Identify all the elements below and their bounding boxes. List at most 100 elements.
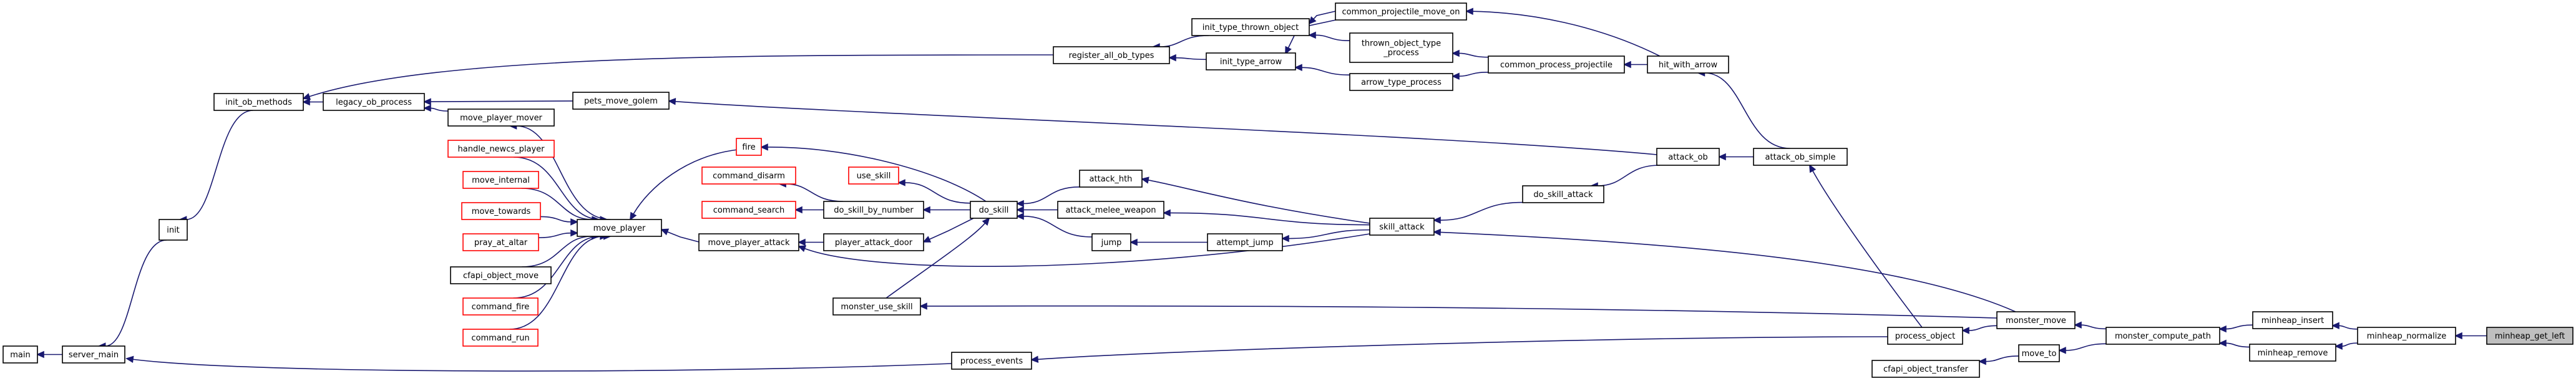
node-attack_ob_simple[interactable]: attack_ob_simple [1753, 148, 1848, 166]
node-minheap_remove[interactable]: minheap_remove [2249, 344, 2336, 362]
edge-monster_move-to-process_object [1961, 325, 1998, 334]
node-do_skill_by_number[interactable]: do_skill_by_number [823, 201, 924, 219]
node-move_player_attack[interactable]: move_player_attack [698, 233, 799, 251]
node-attack_hth[interactable]: attack_hth [1079, 170, 1143, 188]
node-pets_move_golem[interactable]: pets_move_golem [572, 92, 670, 110]
node-attack_melee_weapon[interactable]: attack_melee_weapon [1057, 201, 1164, 219]
edge-arrowhead [1809, 164, 1817, 173]
node-process_events[interactable]: process_events [951, 352, 1032, 370]
edge-attempt_jump-to-jump [1129, 238, 1208, 246]
edge-arrowhead [125, 355, 134, 364]
node-monster_compute_path[interactable]: monster_compute_path [2105, 327, 2220, 345]
node-label: pets_move_golem [584, 97, 658, 106]
edge-pets_move_golem-to-legacy_ob_process [423, 98, 573, 105]
edge-line [1812, 170, 1923, 328]
node-skill_attack[interactable]: skill_attack [1369, 218, 1435, 236]
node-label: do_skill [979, 206, 1009, 215]
node-label: register_all_ob_types [1069, 51, 1154, 60]
node-cfapi_object_transfer[interactable]: cfapi_object_transfer [1871, 360, 1980, 378]
node-label: move_to [2022, 349, 2057, 359]
node-monster_use_skill[interactable]: monster_use_skill [832, 297, 921, 316]
node-attack_ob[interactable]: attack_ob [1656, 148, 1720, 166]
node-init_ob_methods[interactable]: init_ob_methods [213, 93, 304, 111]
node-arrow_type_process[interactable]: arrow_type_process [1349, 73, 1453, 91]
node-box [447, 140, 555, 158]
node-label: do_skill_by_number [834, 206, 914, 215]
node-handle_newcs_player[interactable]: handle_newcs_player [447, 140, 555, 158]
node-cfapi_object_move[interactable]: cfapi_object_move [450, 266, 552, 284]
node-init_type_thrown_object[interactable]: init_type_thrown_object [1191, 18, 1310, 36]
edge-line [2338, 325, 2358, 330]
edge-arrowhead [2218, 325, 2227, 333]
edge-arrowhead [668, 98, 676, 105]
node-label: do_skill_attack [1533, 190, 1593, 200]
node-monster_move[interactable]: monster_move [1996, 311, 2076, 329]
node-attempt_jump[interactable]: attempt_jump [1207, 233, 1283, 251]
node-jump[interactable]: jump [1091, 233, 1131, 251]
node-box [1206, 52, 1296, 70]
node-hit_with_arrow[interactable]: hit_with_arrow [1647, 55, 1729, 74]
edge-line [1315, 34, 1350, 42]
node-command_run[interactable]: command_run [462, 329, 539, 347]
node-register_all_ob_types[interactable]: register_all_ob_types [1053, 46, 1170, 64]
node-move_to[interactable]: move_to [2018, 344, 2060, 362]
node-box [1656, 148, 1720, 166]
edge-arrowhead [1623, 60, 1631, 69]
node-move_player_mover[interactable]: move_player_mover [447, 109, 555, 127]
node-do_skill[interactable]: do_skill [970, 201, 1018, 219]
edge-jump-to-do_skill [1016, 213, 1093, 238]
node-box [1349, 32, 1453, 63]
edge-arrowhead [1016, 206, 1024, 214]
node-minheap_insert[interactable]: minheap_insert [2252, 311, 2333, 329]
node-label: hit_with_arrow [1659, 60, 1718, 70]
node-server_main[interactable]: server_main [62, 345, 125, 364]
node-label: jump [1101, 238, 1122, 248]
edge-line [1597, 165, 1661, 186]
node-label: main [10, 350, 30, 360]
node-minheap_normalize[interactable]: minheap_normalize [2357, 327, 2456, 345]
edge-minheap_normalize-to-minheap_insert [2331, 322, 2358, 330]
edge-arrowhead [798, 245, 807, 253]
node-init_type_arrow[interactable]: init_type_arrow [1206, 52, 1296, 70]
node-command_fire[interactable]: command_fire [462, 297, 539, 316]
node-move_player[interactable]: move_player [577, 219, 662, 237]
node-use_skill[interactable]: use_skill [848, 166, 899, 185]
node-do_skill_attack[interactable]: do_skill_attack [1522, 185, 1604, 203]
node-label: attack_ob [1668, 153, 1708, 162]
node-pray_at_altar[interactable]: pray_at_altar [462, 233, 539, 251]
node-minheap_get_left[interactable]: minheap_get_left [2486, 327, 2574, 345]
node-label: fire [742, 143, 755, 152]
node-main[interactable]: main [2, 345, 38, 364]
node-box [1349, 73, 1453, 91]
node-box [2486, 327, 2574, 345]
node-init[interactable]: init [159, 219, 188, 241]
node-command_disarm[interactable]: command_disarm [701, 166, 796, 185]
edge-line [1458, 71, 1489, 77]
node-move_internal[interactable]: move_internal [462, 171, 539, 189]
node-command_search[interactable]: command_search [701, 201, 796, 219]
node-common_projectile_move_on[interactable]: common_projectile_move_on [1335, 2, 1467, 21]
edge-arrowhead [570, 229, 578, 237]
edge-monster_compute_path-to-move_to [2058, 343, 2107, 354]
node-player_attack_door[interactable]: player_attack_door [823, 233, 924, 251]
node-common_process_projectile[interactable]: common_process_projectile [1488, 55, 1625, 74]
node-box [951, 352, 1032, 370]
edge-common_projectile_move_on-to-init_type_thrown_object [1308, 11, 1336, 25]
node-legacy_ob_process[interactable]: legacy_ob_process [323, 93, 425, 111]
node-box [698, 233, 799, 251]
node-process_object[interactable]: process_object [1887, 327, 1963, 345]
edge-monster_move-to-monster_use_skill [919, 302, 1998, 319]
edge-skill_attack-to-attack_hth [1141, 176, 1370, 224]
edge-attack_ob_simple-to-attack_ob [1718, 153, 1754, 161]
node-move_towards[interactable]: move_towards [461, 202, 541, 220]
edge-line [1037, 336, 1888, 360]
edge-move_towards-to-move_player [540, 216, 578, 226]
edge-pray_at_altar-to-move_player [538, 229, 578, 238]
node-box [1996, 311, 2076, 329]
edge-line [309, 54, 1054, 97]
edge-hit_with_arrow-to-common_process_projectile [1623, 60, 1647, 69]
node-fire[interactable]: fire [736, 138, 762, 156]
node-thrown_object_type_process[interactable]: thrown_object_type_process [1349, 32, 1453, 63]
edge-common_process_projectile-to-arrow_type_process [1451, 71, 1489, 80]
node-box [2105, 327, 2220, 345]
